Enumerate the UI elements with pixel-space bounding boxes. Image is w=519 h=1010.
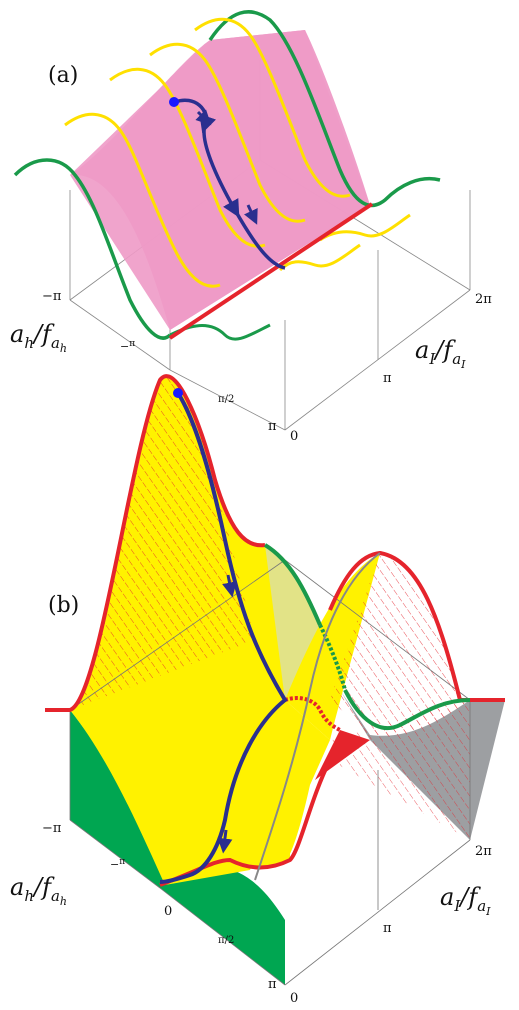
trajectory-arrow-a2 [244, 204, 258, 225]
red-ridge-curve-left [45, 374, 266, 712]
panel-a-tick-right-2pi: 2π [475, 292, 492, 307]
trajectory-arrow-b2 [217, 829, 233, 854]
panel-b-tick-half-pi: π/2 [218, 935, 234, 946]
panel-a-tick-neg-half-pi: −π [120, 339, 135, 353]
green-side-fill [70, 710, 285, 985]
panel-a-axis-label-left: ah/fah [10, 320, 67, 355]
red-valley-line [168, 202, 374, 340]
panel-b-tick-zero: 0 [164, 904, 172, 919]
green-ridge-curve-b [263, 543, 322, 626]
hatched-region-lower [330, 700, 470, 840]
panel-b: (b) ah/fah aI/faI −π −π 0 π/2 π 0 π 2π [10, 374, 505, 1006]
panel-a-tick-half-pi: π/2 [218, 394, 234, 405]
panel-b-tick-pi: π [268, 977, 277, 992]
green-valley-curve-b [343, 689, 471, 731]
green-ridge-curve-right [208, 10, 441, 208]
trajectory-arrow-b1 [222, 574, 237, 598]
red-bottom-curve [159, 759, 332, 887]
panel-a: (a) ah/fah aI/faI −π −π 0 π/2 π 0 π 2π [10, 10, 492, 444]
trajectory-path-a [174, 98, 286, 270]
panel-b-tick-right-zero: 0 [290, 991, 298, 1006]
panel-b-tick-neg-pi: −π [42, 821, 62, 836]
panel-b-tick-right-pi: π [383, 921, 392, 936]
panel-a-axis-label-right: aI/faI [415, 336, 466, 371]
panel-a-tick-right-zero: 0 [290, 429, 298, 444]
panel-a-tick-pi: π [268, 419, 277, 434]
gray-guide-curve [254, 552, 381, 881]
panel-b-tick-right-2pi: 2π [475, 844, 492, 859]
red-wedge [315, 730, 370, 780]
panel-b-axis-label-left: ah/fah [10, 873, 67, 908]
red-ridge-curve-right [328, 550, 505, 702]
hatched-region-right [330, 553, 470, 736]
panel-b-label: (b) [48, 593, 79, 618]
trajectory-arrow-a1 [195, 109, 212, 126]
trajectory-start-dot-b [173, 388, 183, 398]
panel-b-tick-neg-half-pi: −π [110, 857, 125, 871]
green-dotted-curve-b [318, 624, 347, 691]
panel-a-tick-right-pi: π [383, 371, 392, 386]
panel-b-axis-label-right: aI/faI [440, 883, 491, 918]
green-ridge-curve-left [13, 158, 172, 340]
trajectory-start-dot-a [169, 97, 179, 107]
trajectory-path-b [159, 391, 288, 884]
yellow-level-curves [64, 17, 411, 288]
panel-a-tick-neg-pi: −π [42, 289, 62, 304]
yellow-bottom-strip [165, 780, 290, 885]
panel-b-box-frame [69, 559, 471, 986]
panel-a-label: (a) [48, 63, 78, 88]
